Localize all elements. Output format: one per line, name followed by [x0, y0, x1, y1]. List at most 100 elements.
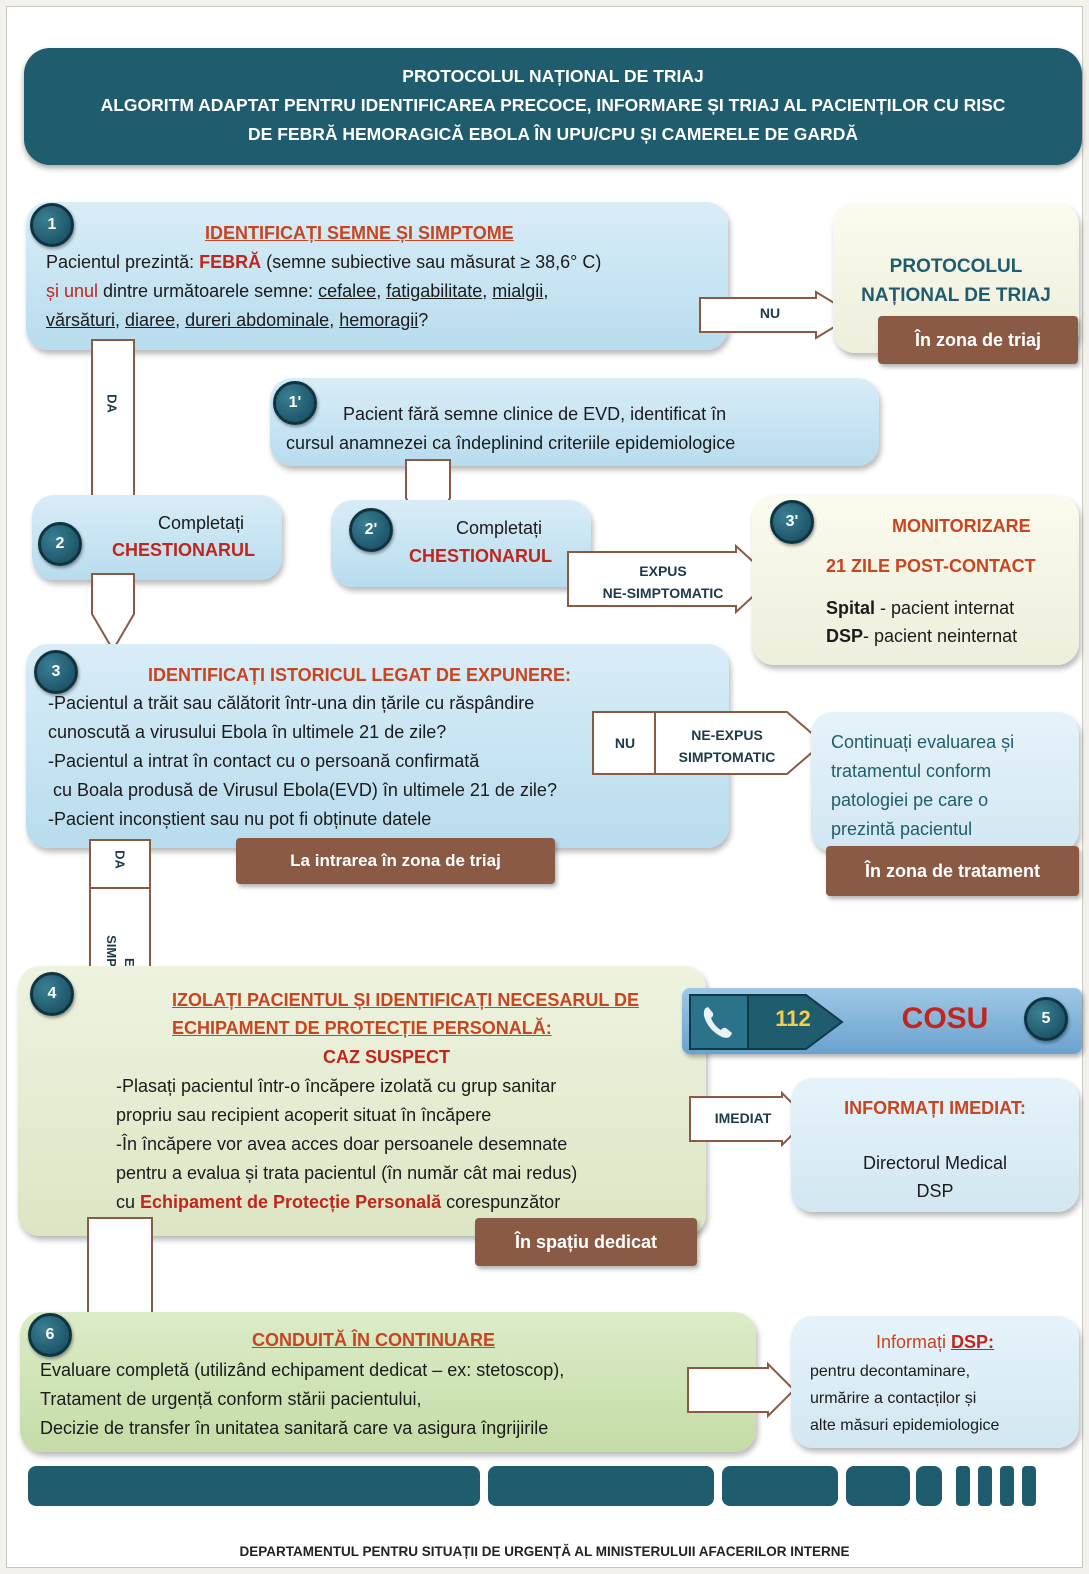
dsp-line: alte măsuri epidemiologice — [810, 1417, 1000, 1434]
step3-title: IDENTIFICAȚI ISTORICUL LEGAT DE EXPUNERE… — [148, 665, 572, 685]
step1-text: (semne subiective sau măsurat ≥ 38,6° C) — [261, 252, 602, 272]
cosu-label: COSU — [901, 1002, 989, 1035]
continue-line: Continuați evaluarea și — [831, 732, 1015, 752]
step2-questionnaire: CHESTIONARUL — [112, 540, 255, 560]
step4-line1: -Plasați pacientul într-o încăpere izola… — [116, 1076, 557, 1096]
step1-title: IDENTIFICAȚI SEMNE ȘI SIMPTOME — [205, 223, 514, 243]
continue-text: Continuați evaluarea și tratamentul conf… — [831, 728, 1014, 844]
step4-text: corespunzător — [441, 1192, 561, 1212]
step1-line2: și unul dintre următoarele semne: cefale… — [46, 277, 548, 306]
step2p-line1: Completați — [456, 518, 543, 538]
header-title: PROTOCOLUL NAȚIONAL DE TRIAJ — [402, 66, 704, 86]
header-subtitle-1: ALGORITM ADAPTAT PENTRU IDENTIFICAREA PR… — [100, 95, 1006, 115]
step2p-number: 2' — [349, 508, 393, 552]
step4-box — [18, 966, 706, 1236]
symptom: cefalee — [318, 281, 377, 301]
step6-box — [20, 1312, 756, 1452]
footer-bar — [916, 1466, 942, 1506]
step4-case: CAZ SUSPECT — [323, 1047, 451, 1067]
step4-title2: ECHIPAMENT DE PROTECȚIE PERSONALĂ: — [172, 1018, 552, 1038]
call-number: 112 — [775, 1006, 811, 1031]
step6-line1: Evaluare completă (utilizând echipament … — [40, 1360, 565, 1380]
step3-line5: -Pacient inconștient sau nu pot fi obțin… — [48, 809, 432, 829]
inform-box — [791, 1078, 1079, 1212]
dsp-label: DSP — [826, 626, 864, 646]
separator: , — [329, 310, 340, 330]
footer-bar — [488, 1466, 714, 1506]
step3p-text: - pacient internat — [875, 598, 1015, 618]
dsp-box — [791, 1316, 1079, 1448]
step1p-line1: Pacient fără semne clinice de EVD, ident… — [343, 404, 727, 424]
step4-text: cu — [116, 1192, 141, 1212]
step6-line3: Decizie de transfer în unitatea sanitară… — [40, 1418, 549, 1438]
inform-line2: DSP — [916, 1181, 954, 1201]
step3p-title2: 21 ZILE POST-CONTACT — [826, 556, 1036, 576]
arrow-nu-label: NU — [759, 305, 781, 321]
arrow-label-line: NE-EXPUS — [691, 727, 763, 743]
footer-bar — [722, 1466, 838, 1506]
arrow-expus-ne-simptomatic-label: EXPUS NE-SIMPTOMATIC — [580, 560, 746, 604]
question-mark: ? — [418, 310, 429, 330]
separator: , — [175, 310, 186, 330]
step3p-text: - pacient neinternat — [863, 626, 1018, 646]
location-tag-entry: La intrarea în zona de triaj — [236, 838, 555, 884]
step1p-box — [270, 378, 879, 466]
dsp-line: pentru decontaminare, — [810, 1363, 971, 1380]
symptom: hemoragii — [339, 310, 419, 330]
footer-bar — [978, 1466, 992, 1506]
step3p-number: 3' — [770, 500, 814, 544]
step1-line3: vărsături, diaree, dureri abdominale, he… — [46, 306, 428, 335]
symptom: mialgii — [492, 281, 544, 301]
header-subtitle-2: DE FEBRĂ HEMORAGICĂ EBOLA ÎN UPU/CPU ȘI … — [248, 124, 858, 144]
dsp-title-text: Informați — [875, 1332, 951, 1352]
step4-line4: pentru a evalua și trata pacientul (în n… — [116, 1163, 578, 1183]
phone-icon — [703, 1007, 732, 1038]
protocol-title: PROTOCOLUL NAȚIONAL DE TRIAJ — [833, 252, 1079, 310]
step3-number: 3 — [34, 650, 78, 694]
arrow-label-line: NE-SIMPTOMATIC — [602, 585, 724, 601]
inform-line1: Directorul Medical — [862, 1153, 1008, 1173]
symptom: diaree — [125, 310, 176, 330]
arrow-ne-expus — [592, 711, 825, 775]
step3-line2: cunoscută a virusului Ebola în ultimele … — [48, 722, 447, 742]
footer-bar — [1022, 1466, 1036, 1506]
step4-number: 4 — [30, 972, 74, 1016]
step6-line2: Tratament de urgență conform stării paci… — [40, 1389, 422, 1409]
step3p-line2: DSP- pacient neinternat — [826, 622, 1017, 651]
protocol-title-line: NAȚIONAL DE TRIAJ — [861, 285, 1051, 306]
step1-line1: Pacientul prezintă: FEBRĂ (semne subiect… — [46, 248, 601, 277]
step6-number: 6 — [28, 1313, 72, 1357]
arrow-da-1-label: DA — [104, 394, 120, 413]
separator: , — [482, 281, 493, 301]
footer-bar — [846, 1466, 910, 1506]
arrow-label-line: EXPUS — [639, 563, 687, 579]
hospital-label: Spital — [826, 598, 876, 618]
symptom: fatigabilitate — [386, 281, 483, 301]
continue-line: prezintă pacientul — [831, 819, 973, 839]
continue-line: patologiei pe care o — [831, 790, 989, 810]
step6-title: CONDUITĂ ÎN CONTINUARE — [252, 1330, 495, 1350]
step1-text: și unul — [46, 281, 99, 301]
arrow-da-2-label: DA — [112, 850, 128, 869]
step3-line3: -Pacientul a intrat în contact cu o pers… — [48, 751, 480, 771]
location-tag-triage: În zona de triaj — [878, 316, 1078, 364]
step1-text: Pacientul prezintă: — [46, 252, 200, 272]
protocol-title-line: PROTOCOLUL — [889, 256, 1023, 277]
symptom: vărsături — [46, 310, 116, 330]
step1-box — [26, 202, 728, 350]
step4-line5: cu Echipament de Protecție Personală cor… — [116, 1188, 560, 1217]
step4-line3: -În încăpere vor avea acces doar persoan… — [116, 1134, 568, 1154]
arrow-6-dsp — [687, 1361, 796, 1419]
fever-label: FEBRĂ — [199, 252, 262, 272]
footer-credit: DEPARTAMENTUL PENTRU SITUAȚII DE URGENȚĂ… — [239, 1544, 850, 1559]
separator: , — [543, 281, 549, 301]
step1-number: 1 — [30, 203, 74, 247]
arrow-2-3 — [91, 573, 135, 652]
header-banner: PROTOCOLUL NAȚIONAL DE TRIAJ ALGORITM AD… — [24, 48, 1082, 165]
arrow-nu-2-label: NU — [614, 735, 636, 751]
dsp-text: pentru decontaminare, urmărire a contacț… — [810, 1358, 999, 1439]
dsp-title-label: DSP: — [951, 1332, 995, 1352]
step3p-title1: MONITORIZARE — [892, 516, 1031, 536]
ppe-label: Echipament de Protecție Personală — [140, 1192, 442, 1212]
step5-number: 5 — [1024, 997, 1068, 1041]
